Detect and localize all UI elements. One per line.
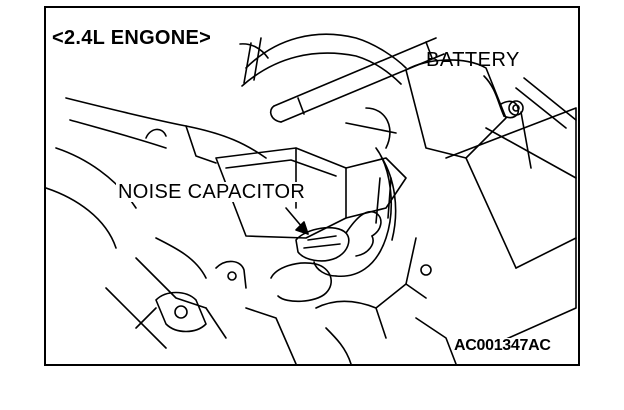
engine-bay-illustration [46, 33, 577, 364]
wiring [313, 147, 397, 278]
bracket [135, 260, 247, 333]
diagonal-pipe [269, 37, 445, 123]
engine-cover [46, 97, 267, 349]
lower-pipes [245, 237, 457, 364]
diagram-frame: <2.4L ENGONE> BATTERY NOISE CAPACITOR AC… [44, 6, 580, 366]
battery-terminal [508, 100, 532, 169]
noise-capacitor-arrow [285, 207, 309, 235]
figure-code: AC001347AC [454, 337, 551, 354]
central-housing [215, 107, 407, 239]
battery-body [405, 59, 577, 349]
battery-leader-line [483, 75, 505, 117]
noise-capacitor [270, 177, 392, 303]
noise-capacitor-label: NOISE CAPACITOR [116, 181, 308, 203]
battery-label: BATTERY [426, 49, 520, 71]
engine-leader-line [239, 43, 269, 59]
engine-label: <2.4L ENGONE> [52, 27, 212, 49]
intake-hose [241, 33, 407, 87]
